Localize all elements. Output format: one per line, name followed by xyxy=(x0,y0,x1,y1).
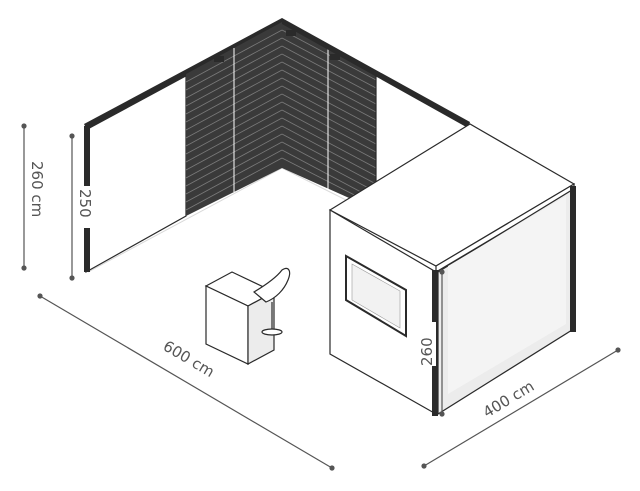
reception-counter xyxy=(204,271,276,366)
back-left-slat-panel xyxy=(185,22,283,216)
spotlight-icon xyxy=(286,30,296,36)
dimension-front-panel-height: 260 xyxy=(418,269,445,417)
back-right-slat-panel xyxy=(281,22,377,210)
dimension-width: 600 cm xyxy=(37,293,335,471)
spotlight-icon xyxy=(214,56,224,62)
front-panel-height-label: 260 xyxy=(418,337,436,366)
dimension-wall-height: 250 xyxy=(69,133,94,281)
spotlight-icon xyxy=(330,54,340,60)
bar-chair xyxy=(252,267,291,336)
overall-height-label: 260 cm xyxy=(28,161,46,217)
dimension-overall-height: 260 cm xyxy=(21,123,46,271)
spotlight-icons xyxy=(214,30,340,62)
monitor-screen xyxy=(345,254,407,338)
wall-height-label: 250 xyxy=(76,189,94,218)
